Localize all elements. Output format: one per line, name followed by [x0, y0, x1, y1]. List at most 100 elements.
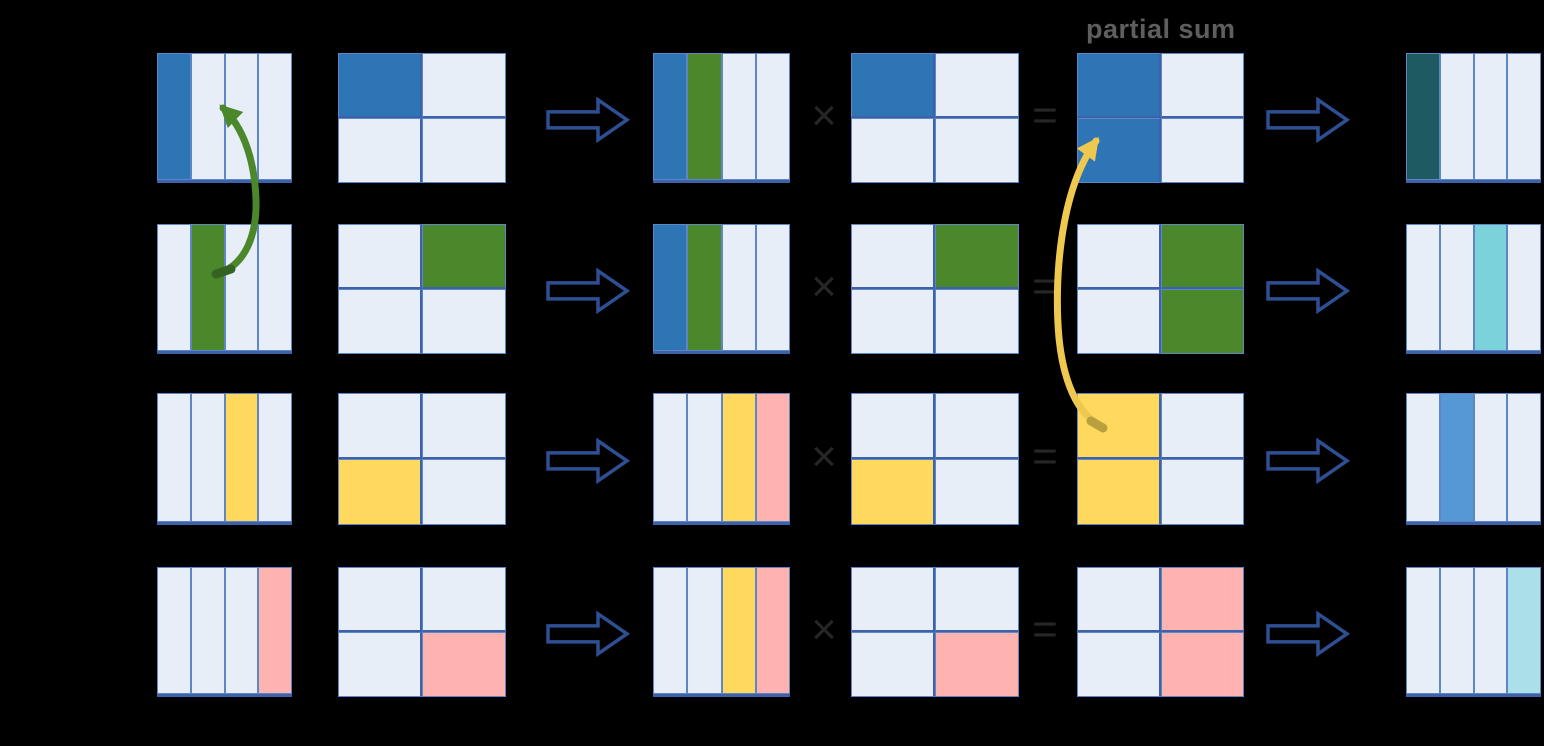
matrix-cell-light: [1077, 224, 1161, 289]
matrix-cell-light: [157, 567, 191, 694]
matrix-cell-pink: [1160, 567, 1244, 632]
matrix-cell-light: [1077, 632, 1161, 697]
matrix-cell-pink: [1160, 632, 1244, 697]
matrix-cell-light: [190, 53, 225, 180]
matrix-a-column-select: [157, 53, 292, 183]
matrix-cell-light: [935, 567, 1019, 632]
matrix-cell-light: [653, 567, 688, 694]
matrix-cell-yellow: [1077, 393, 1161, 459]
matrix-cell-blue_mid: [1439, 393, 1474, 522]
equals-operator: =: [1032, 90, 1058, 140]
matrix-cell-light: [851, 224, 935, 289]
matrix-cell-light: [190, 393, 225, 522]
matrix-cell-light: [338, 632, 422, 697]
matrix-cell-light: [1439, 53, 1474, 180]
matrix-cell-yellow: [224, 393, 259, 522]
flow-arrow-icon: [546, 610, 630, 657]
matrix-cell-light: [338, 224, 422, 289]
matrix-cell-light: [935, 53, 1019, 118]
matrix-cell-light: [1439, 224, 1474, 351]
matrix-result-columns: [1406, 224, 1541, 354]
diagram-row-3: × =: [0, 393, 1544, 525]
matrix-cell-yellow: [1077, 459, 1161, 525]
flow-arrow-icon: [1266, 96, 1350, 143]
matrix-cell-green: [422, 224, 506, 289]
matrix-cell-light: [721, 53, 756, 180]
matrix-cell-yellow: [721, 567, 756, 694]
matrix-cell-light: [687, 393, 722, 522]
matrix-cell-light: [157, 393, 191, 522]
matrix-cell-light: [1077, 567, 1161, 632]
matrix-cell-light: [755, 224, 790, 351]
matrix-cell-light: [190, 567, 225, 694]
matrix-cell-blue: [1077, 118, 1161, 183]
matrix-cell-light: [1507, 224, 1541, 351]
matrix-cell-light: [1160, 53, 1244, 118]
matrix-cell-light: [258, 53, 292, 180]
matrix-result-columns: [1406, 53, 1541, 183]
matrix-cell-light: [687, 567, 722, 694]
matrix-cell-light: [1406, 393, 1440, 522]
flow-arrow-icon: [1266, 437, 1350, 484]
matrix-b-block-select: [338, 393, 506, 525]
matrix-cell-light: [338, 118, 422, 183]
matrix-cell-blue: [338, 53, 422, 118]
matrix-cell-cyan_pale: [1507, 567, 1541, 694]
equals-operator: =: [1032, 431, 1058, 481]
matrix-cell-blue: [157, 53, 191, 180]
matrix-cell-light: [935, 459, 1019, 525]
matrix-cell-light: [224, 567, 259, 694]
matrix-cell-light: [1507, 393, 1541, 522]
matrix-cell-light: [851, 567, 935, 632]
matrix-cell-light: [935, 393, 1019, 459]
matrix-result-columns: [1406, 393, 1541, 525]
matrix-cell-pink: [755, 393, 790, 522]
flow-arrow-icon: [1266, 267, 1350, 314]
matrix-partial-sum: [1077, 53, 1244, 183]
matrix-combined-columns: [653, 567, 790, 697]
matrix-cell-cyan: [1473, 224, 1508, 351]
matrix-cell-light: [755, 53, 790, 180]
matrix-cell-light: [224, 224, 259, 351]
matrix-cell-green: [190, 224, 225, 351]
matrix-cell-yellow: [851, 459, 935, 525]
matrix-cell-light: [258, 224, 292, 351]
matrix-cell-green: [687, 53, 722, 180]
matrix-multiplicand: [851, 567, 1019, 697]
matrix-combined-columns: [653, 53, 790, 183]
matrix-cell-pink: [935, 632, 1019, 697]
matrix-cell-teal_dark: [1406, 53, 1440, 180]
matrix-cell-light: [851, 393, 935, 459]
matrix-cell-light: [422, 289, 506, 354]
matrix-cell-green: [1160, 289, 1244, 354]
matrix-cell-light: [1507, 53, 1541, 180]
diagram-row-2: × =: [0, 224, 1544, 354]
matrix-partial-sum: [1077, 393, 1244, 525]
matrix-combined-columns: [653, 393, 790, 525]
matrix-b-block-select: [338, 224, 506, 354]
matrix-cell-light: [851, 289, 935, 354]
flow-arrow-icon: [546, 267, 630, 314]
flow-arrow-icon: [1266, 610, 1350, 657]
matrix-cell-light: [422, 567, 506, 632]
matrix-cell-light: [1160, 118, 1244, 183]
matrix-cell-blue: [653, 53, 688, 180]
matrix-cell-light: [935, 289, 1019, 354]
matrix-a-column-select: [157, 393, 292, 525]
matrix-cell-light: [721, 224, 756, 351]
matrix-cell-light: [1160, 393, 1244, 459]
partial-sum-label: partial sum: [1086, 14, 1236, 44]
diagram-row-4: × =: [0, 567, 1544, 697]
matrix-cell-light: [1406, 224, 1440, 351]
equals-operator: =: [1032, 604, 1058, 654]
matrix-cell-green: [1160, 224, 1244, 289]
matrix-cell-light: [224, 53, 259, 180]
matrix-cell-light: [422, 53, 506, 118]
equals-operator: =: [1032, 261, 1058, 311]
matrix-cell-light: [1406, 567, 1440, 694]
matrix-partial-sum: [1077, 567, 1244, 697]
matrix-multiplicand: [851, 393, 1019, 525]
matrix-cell-pink: [258, 567, 292, 694]
matrix-multiplicand: [851, 53, 1019, 183]
times-operator: ×: [811, 261, 837, 311]
